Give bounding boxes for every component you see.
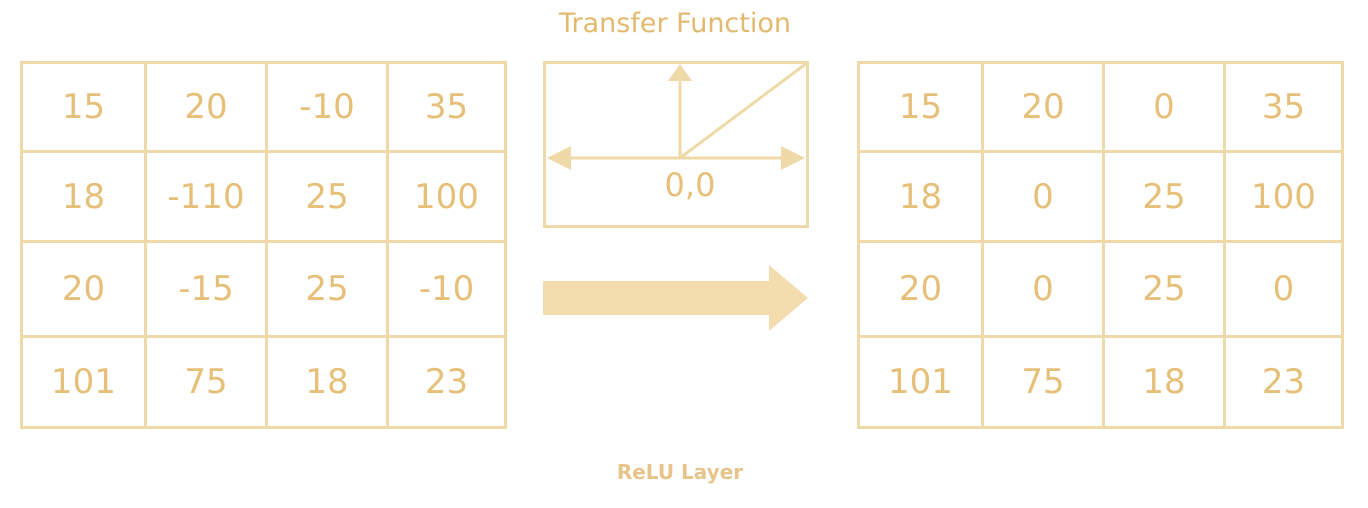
matrix-cell: 23 [386,335,507,429]
matrix-cell: 35 [1223,61,1344,153]
graph-frame [543,61,809,228]
matrix-cell: 18 [20,150,147,243]
matrix-cell: 18 [265,335,389,429]
matrix-row: 20 -15 25 -10 [20,240,507,338]
matrix-row: 18 0 25 100 [857,150,1344,243]
matrix-cell: -10 [386,240,507,338]
x-axis-left-arrowhead [547,146,571,170]
matrix-row: 18 -110 25 100 [20,150,507,243]
matrix-cell: 25 [265,150,389,243]
matrix-row: 15 20 -10 35 [20,61,507,153]
matrix-cell: 75 [144,335,268,429]
input-matrix: 15 20 -10 35 18 -110 25 100 20 -15 25 -1… [20,61,507,429]
matrix-cell: 25 [1102,240,1226,338]
matrix-cell: 25 [265,240,389,338]
x-axis-right-arrowhead [781,146,805,170]
matrix-cell: 20 [144,61,268,153]
matrix-row: 101 75 18 23 [20,335,507,429]
matrix-cell: 101 [857,335,984,429]
matrix-cell: 0 [981,150,1105,243]
matrix-cell: 20 [857,240,984,338]
matrix-cell: 0 [981,240,1105,338]
matrix-cell: 100 [386,150,507,243]
matrix-cell: 25 [1102,150,1226,243]
matrix-row: 15 20 0 35 [857,61,1344,153]
matrix-cell: 20 [981,61,1105,153]
transfer-function-graph [543,61,809,228]
matrix-cell: 15 [20,61,147,153]
matrix-row: 101 75 18 23 [857,335,1344,429]
matrix-cell: -15 [144,240,268,338]
matrix-cell: 18 [857,150,984,243]
matrix-cell: -10 [265,61,389,153]
relu-slope-line [679,61,808,160]
origin-label: 0,0 [664,166,716,204]
y-axis-arrowhead [668,64,692,81]
matrix-cell: 20 [20,240,147,338]
matrix-cell: 15 [857,61,984,153]
matrix-cell: 100 [1223,150,1344,243]
matrix-row: 20 0 25 0 [857,240,1344,338]
matrix-cell: 35 [386,61,507,153]
transfer-function-title: Transfer Function [559,8,791,39]
matrix-cell: 0 [1102,61,1226,153]
right-arrow-icon [543,265,808,331]
matrix-cell: 75 [981,335,1105,429]
output-matrix: 15 20 0 35 18 0 25 100 20 0 25 0 101 75 … [857,61,1344,429]
matrix-cell: 0 [1223,240,1344,338]
matrix-cell: -110 [144,150,268,243]
matrix-cell: 101 [20,335,147,429]
relu-layer-caption: ReLU Layer [616,460,744,484]
matrix-cell: 18 [1102,335,1226,429]
matrix-cell: 23 [1223,335,1344,429]
